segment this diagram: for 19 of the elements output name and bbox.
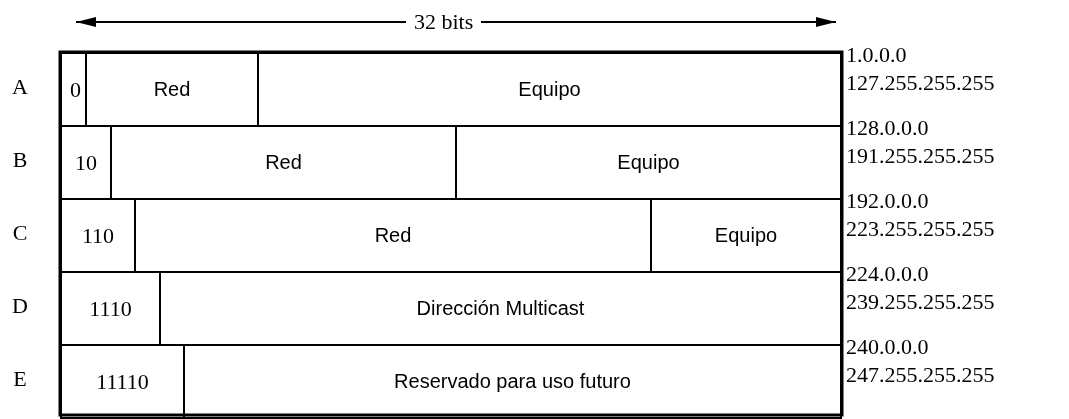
range-end: 239.255.255.255 xyxy=(846,289,995,315)
range-start: 1.0.0.0 xyxy=(846,42,907,68)
bit-field: 11110 xyxy=(60,344,185,419)
class-letter: A xyxy=(11,74,29,100)
range-end: 127.255.255.255 xyxy=(846,70,995,96)
class-letter: E xyxy=(12,366,28,392)
class-letter: D xyxy=(11,293,29,319)
bit-field: Reservado para uso futuro xyxy=(183,344,842,419)
range-start: 192.0.0.0 xyxy=(846,188,929,214)
class-letter: C xyxy=(11,220,29,246)
range-start: 224.0.0.0 xyxy=(846,261,929,287)
range-end: 223.255.255.255 xyxy=(846,216,995,242)
range-end: 191.255.255.255 xyxy=(846,143,995,169)
range-end: 247.255.255.255 xyxy=(846,362,995,388)
range-start: 240.0.0.0 xyxy=(846,334,929,360)
bit-field: Equipo xyxy=(257,52,842,127)
range-start: 128.0.0.0 xyxy=(846,115,929,141)
bit-field: 0 xyxy=(60,52,87,127)
class-letter: B xyxy=(11,147,29,173)
